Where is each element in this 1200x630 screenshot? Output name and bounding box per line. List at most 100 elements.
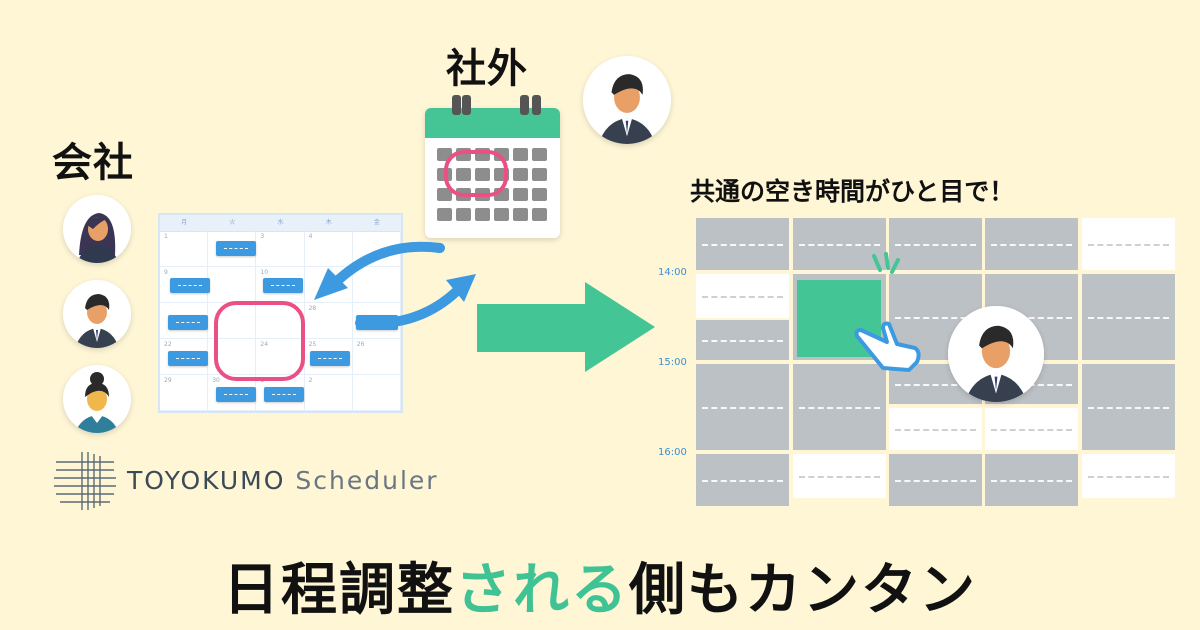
busy-slot xyxy=(1082,274,1175,360)
headline: 日程調整される側もカンタン xyxy=(0,545,1200,626)
calendar-day-number: 24 xyxy=(260,341,269,348)
calendar-weekday-header: 月 火 水 木 金 xyxy=(160,215,401,232)
headline-accent: される xyxy=(455,558,629,623)
calendar-day-number: 22 xyxy=(164,341,172,348)
busy-slot xyxy=(696,218,789,270)
external-label: 社外 xyxy=(446,46,528,92)
calendar-day-square xyxy=(513,188,528,201)
calendar-day-cell: 3 xyxy=(256,231,305,267)
busy-slot xyxy=(1082,364,1175,450)
free-slot xyxy=(793,454,886,498)
time-label: 14:00 xyxy=(658,267,687,278)
calendar-day-square xyxy=(532,188,547,201)
time-label: 15:00 xyxy=(658,357,687,368)
avatar-external-man xyxy=(583,56,671,144)
sparkle-icon xyxy=(872,252,900,274)
calendar-day-number: 25 xyxy=(308,341,317,348)
calendar-day-cell: 2 xyxy=(304,375,353,411)
calendar-event xyxy=(216,241,256,256)
calendar-day-cell: 25 xyxy=(304,339,353,375)
calendar-day-cell: 4 xyxy=(304,231,353,267)
free-slot xyxy=(696,274,789,318)
calendar-day-cell: 26 xyxy=(352,339,401,375)
calendar-day-cell xyxy=(208,267,257,303)
weekday-label: 水 xyxy=(277,219,284,226)
weekday-label: 月 xyxy=(181,219,188,226)
avatar-woman-long-hair xyxy=(63,195,131,263)
calendar-day-cell: 29 xyxy=(160,375,209,411)
calendar-day-number: 2 xyxy=(308,377,313,384)
calendar-day-cell: 28 xyxy=(304,303,353,339)
company-label: 会社 xyxy=(52,140,134,186)
brand-name: TOYOKUMO xyxy=(127,466,286,495)
calendar-ring xyxy=(532,95,541,115)
calendar-day-square xyxy=(475,208,490,221)
highlight-ring-external xyxy=(444,150,508,197)
free-slot xyxy=(1082,218,1175,270)
calendar-day-square xyxy=(532,208,547,221)
calendar-day-cell xyxy=(352,375,401,411)
calendar-event xyxy=(168,351,208,366)
exchange-arrows xyxy=(314,241,476,329)
headline-part1: 日程調整 xyxy=(223,558,455,623)
weekday-label: 金 xyxy=(373,219,380,226)
calendar-day-cell: 1 xyxy=(160,231,209,267)
brand-wordmark: TOYOKUMO Scheduler xyxy=(127,466,439,495)
calendar-day-number: 29 xyxy=(164,377,172,384)
calendar-day-square xyxy=(437,188,452,201)
pointing-hand-icon xyxy=(854,321,921,372)
busy-slot xyxy=(793,364,886,450)
avatar-woman-bun xyxy=(63,365,131,433)
calendar-ring xyxy=(452,95,461,115)
headline-part2: 側もカンタン xyxy=(629,558,977,623)
busy-slot xyxy=(889,454,982,506)
free-slot xyxy=(1082,454,1175,498)
calendar-event xyxy=(168,315,208,330)
calendar-day-number: 30 xyxy=(212,377,220,384)
calendar-day-square xyxy=(532,168,547,181)
busy-slot xyxy=(985,218,1078,270)
free-slot xyxy=(889,408,982,450)
weekday-label: 火 xyxy=(229,219,236,226)
busy-slot xyxy=(793,218,886,270)
caption-text: 共通の空き時間がひと目で！ xyxy=(690,177,1015,206)
calendar-event xyxy=(216,387,256,402)
avatar-man xyxy=(63,280,131,348)
calendar-day-square xyxy=(494,208,509,221)
avatar-grid-man xyxy=(948,306,1044,402)
calendar-day-square xyxy=(437,208,452,221)
calendar-day-number: 26 xyxy=(356,341,365,348)
weekday-label: 木 xyxy=(325,219,332,226)
calendar-day-square xyxy=(532,148,547,161)
highlight-ring-company xyxy=(214,301,305,381)
calendar-day-square xyxy=(475,168,490,181)
calendar-event xyxy=(264,387,304,402)
calendar-ring xyxy=(462,95,471,115)
brand-product: Scheduler xyxy=(295,466,439,495)
calendar-day-cell xyxy=(208,303,257,339)
calendar-day-square xyxy=(513,168,528,181)
busy-slot xyxy=(696,454,789,506)
busy-slot xyxy=(985,454,1078,506)
busy-slot xyxy=(696,320,789,360)
calendar-day-square xyxy=(513,208,528,221)
time-label: 16:00 xyxy=(658,447,687,458)
calendar-ring xyxy=(520,95,529,115)
calendar-day-cell xyxy=(352,267,401,303)
busy-slot xyxy=(889,218,982,270)
calendar-day-cell xyxy=(304,267,353,303)
calendar-day-square xyxy=(513,148,528,161)
free-slot xyxy=(985,408,1078,450)
calendar-day-number: 1 xyxy=(164,233,168,240)
calendar-day-number: 9 xyxy=(164,269,168,276)
calendar-event xyxy=(263,278,303,293)
calendar-day-number: 10 xyxy=(260,269,269,276)
toyokumo-logo-icon xyxy=(54,452,116,510)
calendar-event xyxy=(310,351,350,366)
calendar-event xyxy=(170,278,210,293)
calendar-day-number: 4 xyxy=(308,233,313,240)
big-right-arrow xyxy=(477,282,655,372)
calendar-day-square xyxy=(456,208,471,221)
